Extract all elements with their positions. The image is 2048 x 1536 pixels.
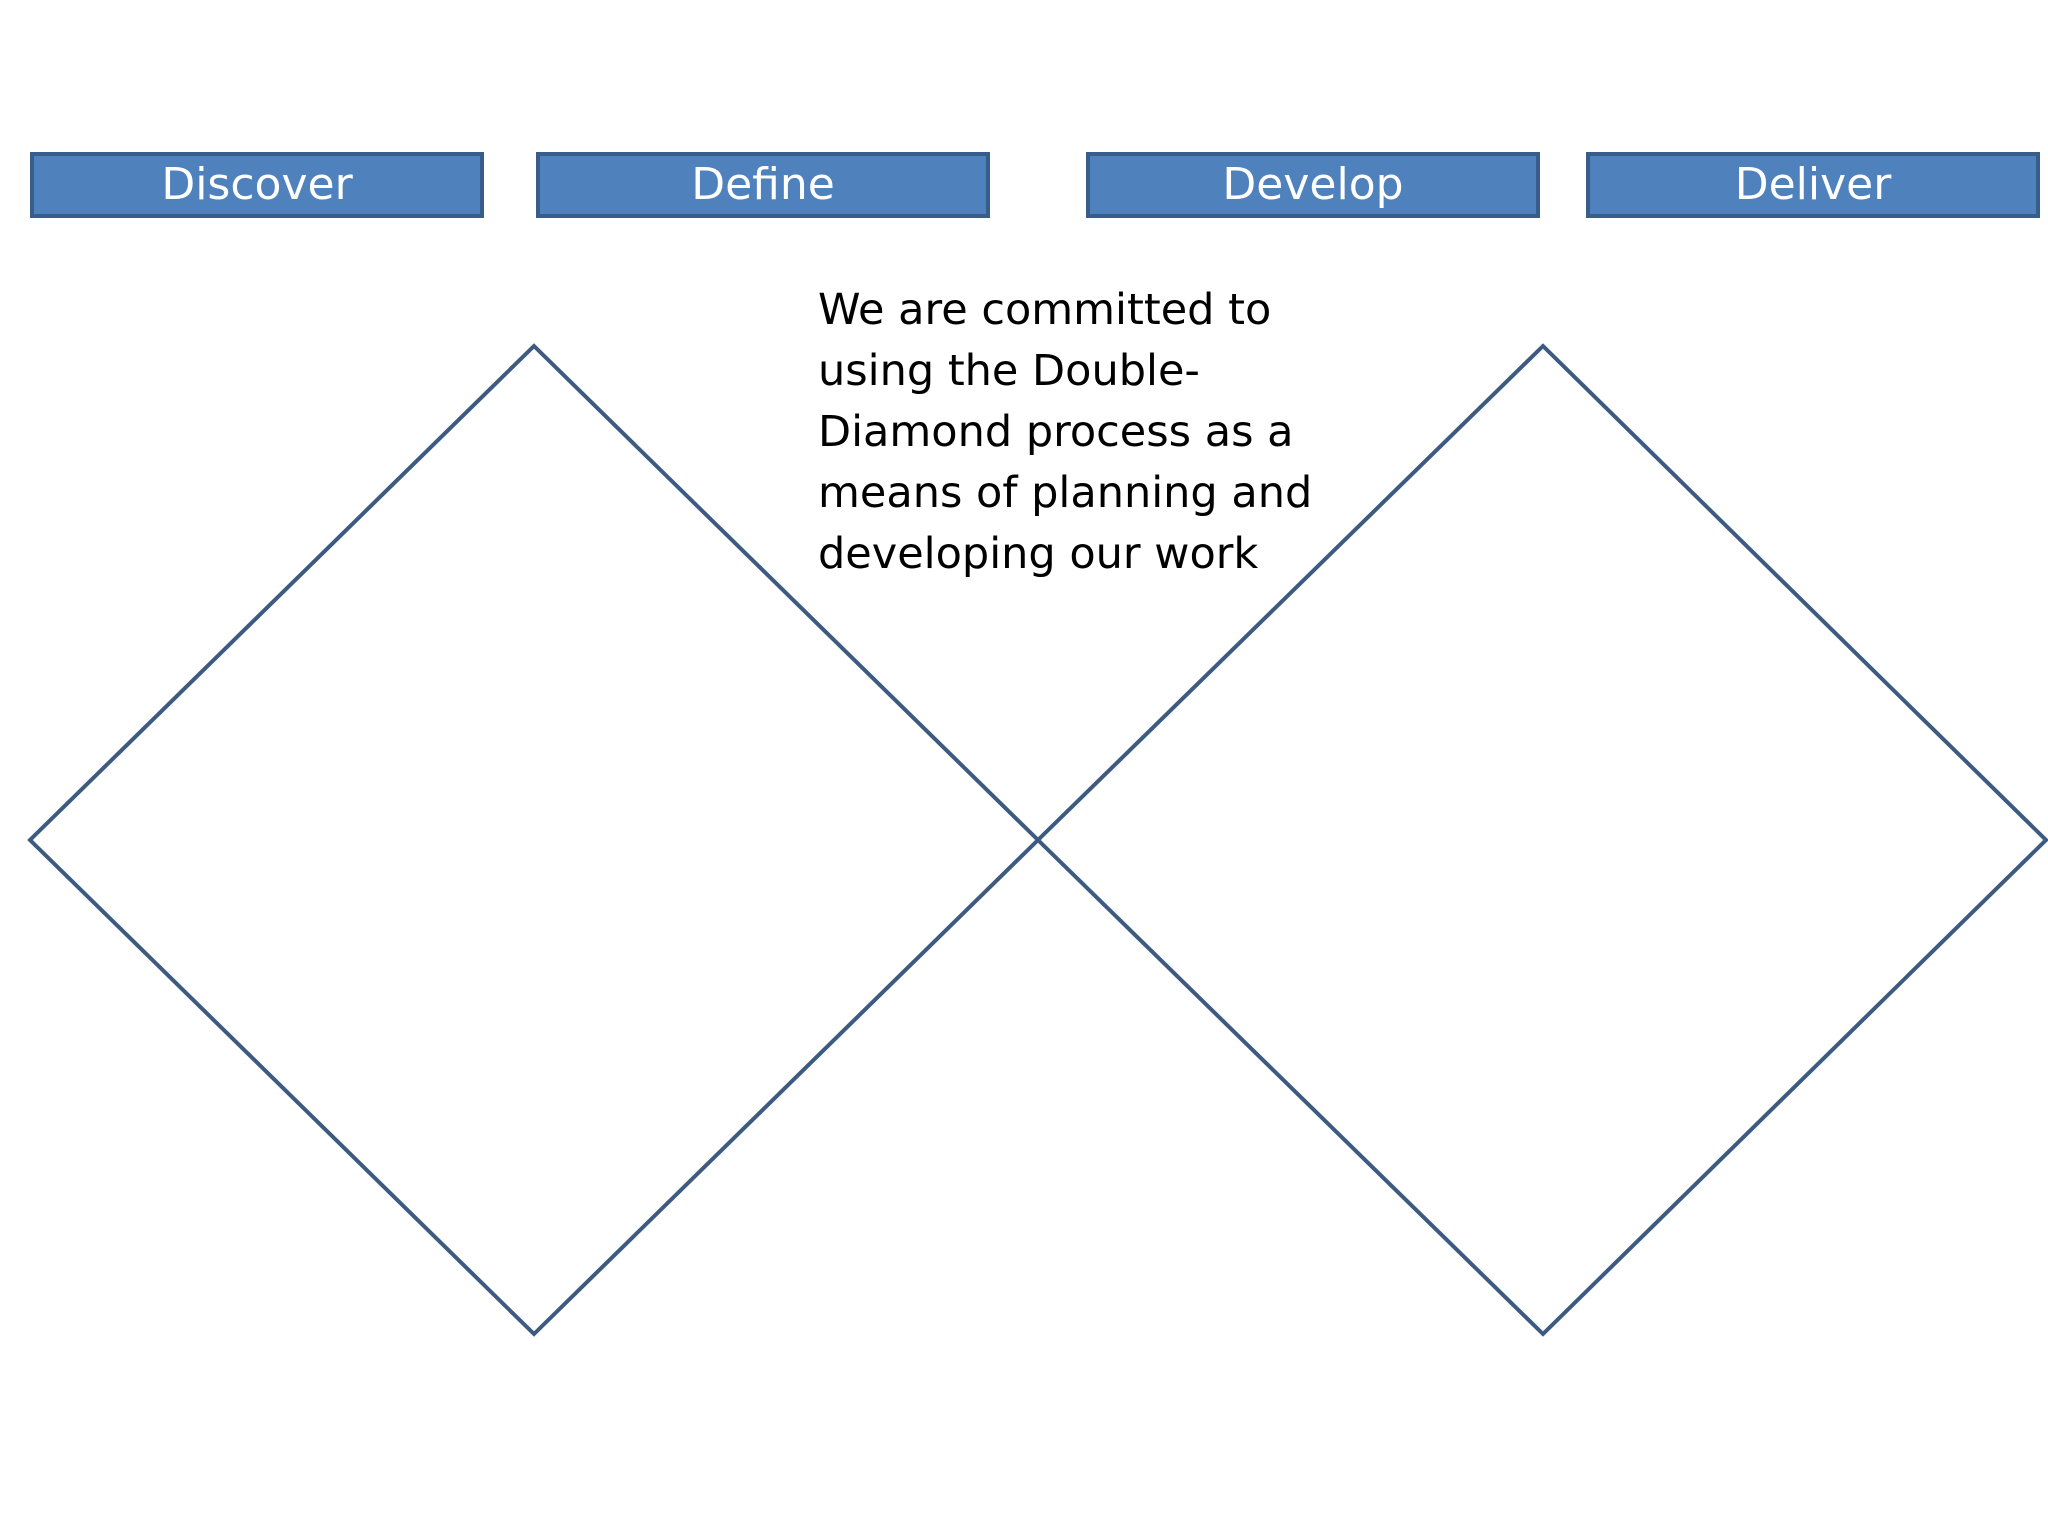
second-diamond [1035, 343, 2048, 1337]
phase-discover: Discover [30, 152, 484, 218]
first-diamond [27, 343, 1041, 1337]
commitment-statement: We are committed to using the Double- Di… [818, 285, 1313, 579]
phase-deliver: Deliver [1586, 152, 2040, 218]
phase-define: Define [536, 152, 990, 218]
phase-develop: Develop [1086, 152, 1540, 218]
